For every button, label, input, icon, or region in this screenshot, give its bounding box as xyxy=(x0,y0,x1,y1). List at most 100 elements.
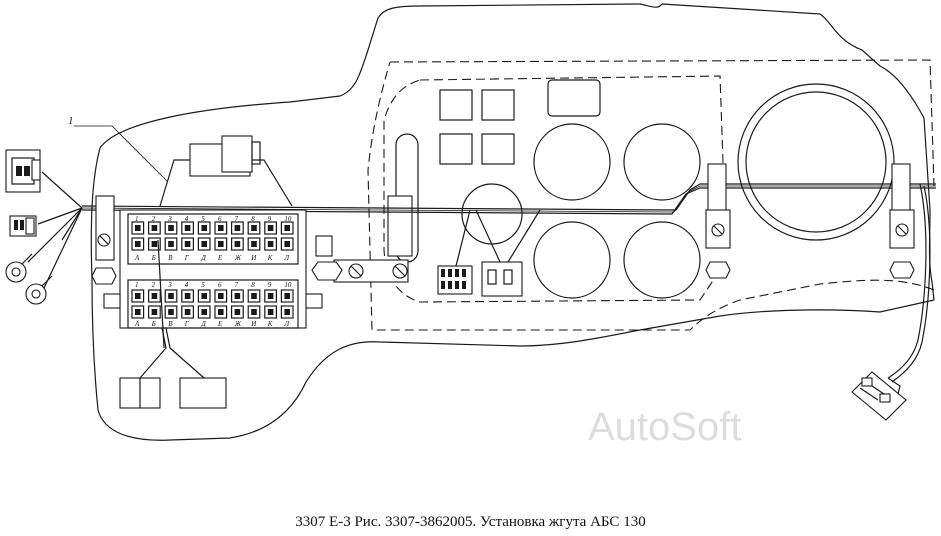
fuse-bottom-2-1 xyxy=(148,305,161,319)
fuse-top-contact-8-0 xyxy=(251,225,257,231)
fuse-bottom-contact-1-0 xyxy=(135,293,141,299)
fuse-bottom-number: 7 xyxy=(235,281,239,289)
fuse-top-8-0 xyxy=(247,221,261,235)
fuse-bottom-number: 1 xyxy=(135,281,139,289)
fuse-bottom-1-0 xyxy=(131,289,145,303)
branch-relay-bottom-1 xyxy=(139,327,167,379)
indicator-lamp-5 xyxy=(547,79,601,117)
fuse-bottom-contact-5-1 xyxy=(201,309,207,315)
branch-relay-bottom-2 xyxy=(165,327,205,379)
fuse-top-7-0 xyxy=(231,221,244,235)
branch-to-connector-1 xyxy=(455,209,471,267)
gauge-2 xyxy=(623,123,701,201)
fuse-top-letter: Б xyxy=(151,254,156,262)
fuse-top-contact-4-1 xyxy=(184,241,191,247)
harness-main-2 xyxy=(81,187,936,215)
fuse-top-number: 10 xyxy=(284,215,292,223)
fuse-bottom-contact-3-1 xyxy=(168,309,174,315)
fuse-top-contact-7-1 xyxy=(234,241,241,247)
fuse-top-3-0 xyxy=(164,221,178,235)
fuse-top-letter: Д xyxy=(200,254,206,262)
fuse-top-3-1 xyxy=(164,237,178,251)
fuse-top-1-0 xyxy=(131,221,145,235)
fuse-top-9-1 xyxy=(264,237,277,251)
fuse-bottom-contact-8-0 xyxy=(251,293,257,299)
fuse-top-6-0 xyxy=(214,221,228,235)
clamp-plate xyxy=(387,195,413,257)
fuse-bottom-4-0 xyxy=(181,289,195,303)
fuse-top-contact-2-0 xyxy=(151,225,158,231)
fuse-top-contact-5-1 xyxy=(201,241,207,247)
gauge-4 xyxy=(623,221,701,299)
fuse-top-letter: Л xyxy=(283,254,290,262)
fuse-top-number: 9 xyxy=(268,215,272,223)
harness-main-1 xyxy=(81,183,936,211)
screw-strap-2-slot xyxy=(394,265,406,277)
fuse-top-8-1 xyxy=(247,237,261,251)
branch-relay-bottom-3 xyxy=(157,239,165,349)
branch-relay-left xyxy=(159,159,190,207)
indicator-lamp-4 xyxy=(481,133,515,165)
callout-leader xyxy=(74,125,169,183)
fuse-bottom-contact-5-0 xyxy=(201,293,207,299)
nut-left xyxy=(91,267,117,285)
harness-right-drop-2 xyxy=(891,185,931,383)
fuse-bottom-number: 10 xyxy=(284,281,292,289)
fuse-bottom-number: 9 xyxy=(268,281,272,289)
screw-strap-1-slot xyxy=(350,265,362,277)
screw-1-slot xyxy=(713,225,723,235)
fuse-top-4-1 xyxy=(181,237,195,251)
fuse-top-7-1 xyxy=(231,237,244,251)
fuse-top-contact-4-0 xyxy=(184,225,191,231)
connector-pin-b xyxy=(503,269,513,285)
ring-terminal-2 xyxy=(25,275,53,305)
fuse-bottom-contact-4-0 xyxy=(184,293,191,299)
fuse-bottom-contact-10-1 xyxy=(284,309,290,315)
fuse-top-letter: Ж xyxy=(234,254,242,262)
fuse-top-5-1 xyxy=(197,237,211,251)
fuse-bottom-contact-6-0 xyxy=(218,293,224,299)
fuse-top-number: 4 xyxy=(185,215,189,223)
fuse-bottom-letter: И xyxy=(250,320,257,328)
fuse-top-contact-10-0 xyxy=(284,225,290,231)
fuse-top-number: 8 xyxy=(251,215,255,223)
fuse-bottom-letter: Г xyxy=(184,320,190,328)
fuse-top-letter: Е xyxy=(217,254,223,262)
fuse-bottom-number: 4 xyxy=(185,281,189,289)
speedometer-inner xyxy=(745,91,887,233)
fuse-bottom-8-1 xyxy=(247,305,261,319)
fuse-top-letter: К xyxy=(267,254,273,262)
relay-connector-plug xyxy=(221,135,253,173)
fuse-top-contact-3-1 xyxy=(168,241,174,247)
branch-to-connector-2 xyxy=(475,209,501,263)
fuse-bottom-contact-8-1 xyxy=(251,309,257,315)
fuse-top-letter: И xyxy=(250,254,257,262)
branch-relay-right xyxy=(252,159,293,207)
fuse-bottom-6-0 xyxy=(214,289,228,303)
fuse-bottom-contact-7-1 xyxy=(234,309,241,315)
nut-1 xyxy=(705,261,731,279)
fuse-bottom-3-1 xyxy=(164,305,178,319)
fuse-bottom-8-0 xyxy=(247,289,261,303)
screw-left-slot xyxy=(99,235,109,245)
fuse-bottom-contact-2-1 xyxy=(151,309,158,315)
fuse-top-contact-7-0 xyxy=(234,225,241,231)
fuse-top-5-0 xyxy=(197,221,211,235)
fanout-5 xyxy=(61,207,83,241)
fuse-bottom-number: 6 xyxy=(218,281,222,289)
fuse-top-4-0 xyxy=(181,221,195,235)
fuse-top-2-0 xyxy=(148,221,161,235)
screw-2-slot xyxy=(897,225,907,235)
fuse-bottom-contact-9-1 xyxy=(267,309,274,315)
fuse-top-number: 5 xyxy=(201,215,205,223)
connector-block-2 xyxy=(481,261,523,297)
relay-connector-latch xyxy=(251,141,261,165)
fuse-top-contact-2-1 xyxy=(151,241,158,247)
fuse-bottom-letter: Д xyxy=(200,320,206,328)
fuse-bottom-contact-7-0 xyxy=(234,293,241,299)
fuse-bottom-7-0 xyxy=(231,289,244,303)
fuse-top-10-0 xyxy=(280,221,294,235)
connector-pin-a xyxy=(487,269,497,285)
indicator-lamp-2 xyxy=(481,89,515,121)
